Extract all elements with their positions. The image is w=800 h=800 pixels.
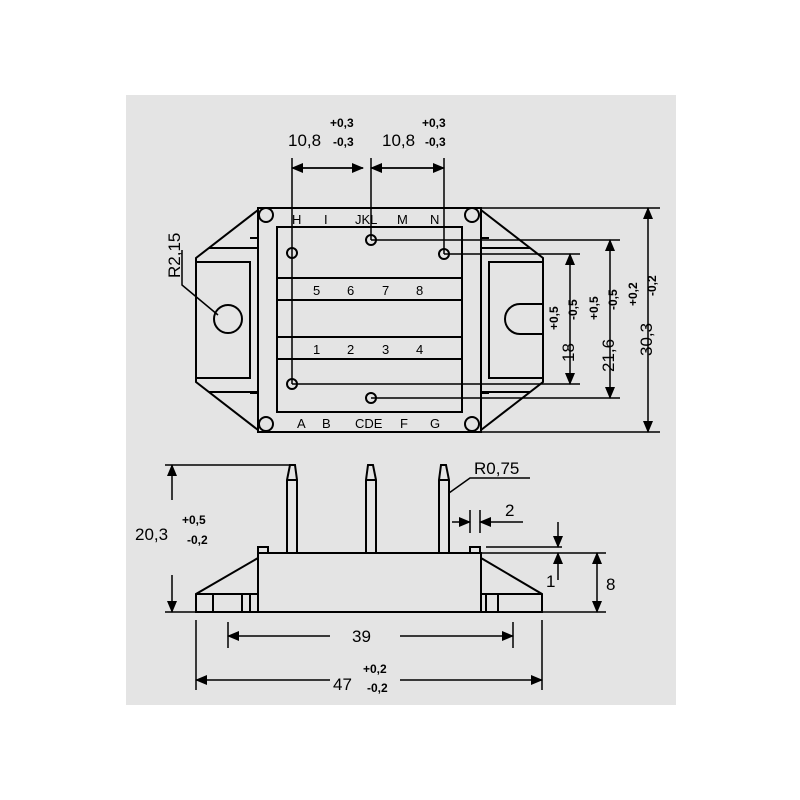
svg-text:1: 1 bbox=[313, 342, 320, 357]
pin-label: N bbox=[430, 212, 439, 227]
top-view: H I JKL M N A B CDE F G 5 6 7 8 1 2 3 4 … bbox=[165, 116, 660, 433]
svg-text:30,3: 30,3 bbox=[637, 323, 656, 356]
svg-text:+0,3: +0,3 bbox=[330, 116, 354, 130]
pin-label: CDE bbox=[355, 416, 383, 431]
pin-label: M bbox=[397, 212, 408, 227]
svg-text:+0,5: +0,5 bbox=[547, 306, 561, 330]
radius-label: R2,15 bbox=[165, 233, 184, 278]
svg-text:20,3: 20,3 bbox=[135, 525, 168, 544]
svg-text:7: 7 bbox=[382, 283, 389, 298]
svg-text:2: 2 bbox=[505, 501, 514, 520]
svg-text:8: 8 bbox=[606, 575, 615, 594]
side-view: 20,3 +0,5 -0,2 R0,75 2 1 8 39 47 +0,2 -0… bbox=[135, 459, 615, 695]
svg-text:1: 1 bbox=[546, 572, 555, 591]
pin-label: JKL bbox=[355, 212, 377, 227]
pin bbox=[286, 464, 298, 553]
svg-text:10,8: 10,8 bbox=[288, 131, 321, 150]
svg-text:+0,2: +0,2 bbox=[363, 662, 387, 676]
pin-label: I bbox=[324, 212, 328, 227]
pin-label: B bbox=[322, 416, 331, 431]
svg-text:-0,3: -0,3 bbox=[425, 135, 446, 149]
svg-text:-0,5: -0,5 bbox=[606, 289, 620, 310]
svg-text:4: 4 bbox=[416, 342, 423, 357]
svg-text:6: 6 bbox=[347, 283, 354, 298]
pin bbox=[438, 464, 450, 553]
svg-text:-0,5: -0,5 bbox=[566, 299, 580, 320]
svg-text:5: 5 bbox=[313, 283, 320, 298]
svg-text:+0,3: +0,3 bbox=[422, 116, 446, 130]
svg-text:+0,2: +0,2 bbox=[626, 282, 640, 306]
svg-text:2: 2 bbox=[347, 342, 354, 357]
svg-text:21,6: 21,6 bbox=[599, 339, 618, 372]
pin-label: A bbox=[297, 416, 306, 431]
svg-text:8: 8 bbox=[416, 283, 423, 298]
svg-text:18: 18 bbox=[559, 343, 578, 362]
pin-radius-label: R0,75 bbox=[474, 459, 519, 478]
svg-text:47: 47 bbox=[333, 675, 352, 694]
svg-text:+0,5: +0,5 bbox=[182, 513, 206, 527]
left-mounting-ear bbox=[195, 209, 259, 431]
radius-leader bbox=[181, 250, 219, 316]
module-body-outline bbox=[257, 207, 482, 433]
pin-label: G bbox=[430, 416, 440, 431]
svg-text:3: 3 bbox=[382, 342, 389, 357]
mounting-slot bbox=[504, 303, 543, 335]
module-body-side bbox=[257, 552, 482, 613]
svg-text:-0,2: -0,2 bbox=[367, 681, 388, 695]
svg-text:-0,3: -0,3 bbox=[333, 135, 354, 149]
pin-label: H bbox=[292, 212, 301, 227]
svg-text:39: 39 bbox=[352, 627, 371, 646]
pin-label: F bbox=[400, 416, 408, 431]
svg-text:10,8: 10,8 bbox=[382, 131, 415, 150]
pin bbox=[365, 464, 377, 553]
module-inner-outline bbox=[276, 226, 463, 413]
right-mounting-ear bbox=[480, 209, 544, 431]
svg-text:+0,5: +0,5 bbox=[587, 296, 601, 320]
svg-text:-0,2: -0,2 bbox=[645, 275, 659, 296]
mounting-hole bbox=[213, 304, 243, 334]
svg-text:-0,2: -0,2 bbox=[187, 533, 208, 547]
